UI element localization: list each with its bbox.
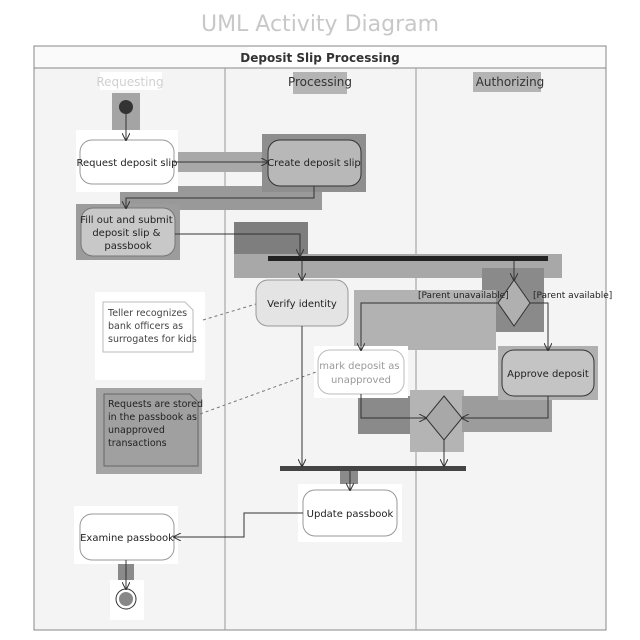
decision-node [497,279,531,327]
teller-note-text: Teller recognizes bank officers as surro… [107,308,197,345]
mark-deposit-line-2: unapproved [331,375,391,386]
fill-out-submit-label: Fill out and submit deposit slip & passb… [80,215,176,252]
verify-identity-label: Verify identity [267,299,337,310]
flow-fill-fork [175,233,300,256]
initial-node [119,100,133,114]
requests-note-line-2: in the passbook as [108,412,197,423]
mark-deposit-line-1: mark deposit as [319,361,399,372]
requests-note [103,393,199,467]
flow-mark-merge [360,394,426,418]
lane-header-bg-requesting [100,72,162,90]
mark-deposit-label: mark deposit as unapproved [319,361,403,386]
page-title: UML Activity Diagram [201,12,439,37]
flow-approve-merge [462,396,549,418]
create-deposit-slip-label: Create deposit slip [267,158,361,169]
flow-update-examine [174,512,303,537]
lane-header-bg-processing [293,72,347,94]
guard-parent-unavailable: [Parent unavailable] [418,291,509,301]
highlight-fill-flow [234,222,308,254]
final-node [119,592,133,606]
requests-note-line-3: unapproved [108,425,165,436]
teller-note-line-3: surrogates for kids [108,334,197,345]
requests-note-line-4: transactions [108,438,167,449]
teller-note [102,301,194,353]
join-bar [280,466,466,471]
approve-deposit-label: Approve deposit [507,369,589,380]
examine-passbook-label: Examine passbook [80,533,174,544]
frame-title-box [248,47,390,67]
teller-note-line-2: bank officers as [108,321,183,332]
update-passbook-label: Update passbook [307,509,394,520]
frame-title: Deposit Slip Processing [240,51,399,65]
lane-header-authorizing: Authorizing [476,75,545,89]
lane-header-bg-authorizing [473,72,541,92]
fill-out-submit-line-2: deposit slip & [92,228,160,239]
guard-parent-available: [Parent available] [533,291,612,301]
lane-header-requesting: Requesting [96,75,163,89]
flow-decision-mark [361,302,498,350]
lane-header-processing: Processing [288,75,352,89]
mark-deposit-node [317,349,405,395]
highlight-unavailable-flow [354,290,496,350]
requests-note-line-1: Requests are stored [108,399,203,410]
fill-out-submit-line-1: Fill out and submit [80,215,173,226]
fork-bar [268,256,548,261]
request-deposit-slip-label: Request deposit slip [77,158,178,169]
requests-note-text: Requests are stored in the passbook as u… [108,399,206,449]
fill-out-submit-line-3: passbook [104,241,151,252]
requests-note-connector [199,371,317,415]
flow-create-fill [126,186,315,208]
teller-note-line-1: Teller recognizes [107,308,187,319]
highlight-merge-right [462,396,552,432]
flow-decision-approve [530,302,548,350]
